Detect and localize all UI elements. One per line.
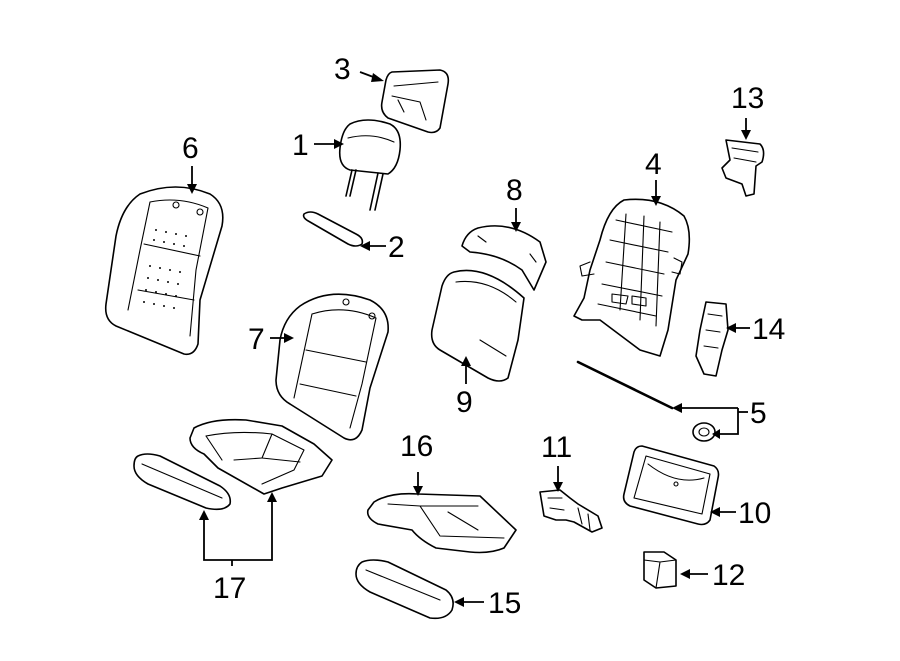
- callout-14: 14: [752, 313, 785, 346]
- part-17-side-bolster: [133, 453, 232, 511]
- callout-11: 11: [541, 431, 572, 464]
- callout-3: 3: [334, 53, 351, 86]
- part-14-side-trim: [695, 301, 729, 377]
- callout-4: 4: [645, 148, 662, 181]
- part-3-headrest-upper: [380, 69, 450, 134]
- callout-16: 16: [400, 430, 433, 463]
- callout-labels: 1 2 3 4 5 6 7 8 9 10 11 12 13 14 15 16 1…: [182, 53, 785, 620]
- part-2-guide: [302, 211, 364, 247]
- part-6-seatback-cover: [104, 186, 224, 356]
- part-7-seatback-pad: [275, 293, 389, 441]
- part-11-actuator: [539, 489, 603, 533]
- callout-5: 5: [750, 397, 767, 430]
- part-6-stitch-pattern: [143, 229, 187, 309]
- part-16-cushion-pad: [366, 492, 517, 554]
- callout-8: 8: [506, 174, 523, 207]
- callout-6: 6: [182, 132, 199, 165]
- part-15-side-bolster: [355, 559, 454, 620]
- callout-10: 10: [738, 497, 771, 530]
- part-4-seatback-frame: [573, 198, 691, 357]
- leader-lines: [187, 71, 751, 607]
- part-10-pocket-panel: [622, 445, 720, 526]
- part-12-switch: [643, 551, 677, 589]
- part-5-rod: [576, 360, 674, 410]
- callout-1: 1: [292, 129, 309, 162]
- callout-12: 12: [712, 559, 745, 592]
- callout-9: 9: [456, 386, 473, 419]
- part-8-upper-trim: [461, 225, 547, 291]
- callout-15: 15: [488, 587, 521, 620]
- part-5-grommet: [692, 422, 716, 442]
- callout-7: 7: [248, 323, 265, 356]
- part-13-bracket: [721, 139, 765, 197]
- callout-13: 13: [731, 82, 764, 115]
- part-1-headrest: [338, 119, 402, 211]
- part-17-seat-cushion: [189, 418, 333, 495]
- callout-17: 17: [213, 572, 246, 605]
- part-9-back-panel: [430, 269, 525, 382]
- callout-2: 2: [388, 231, 405, 264]
